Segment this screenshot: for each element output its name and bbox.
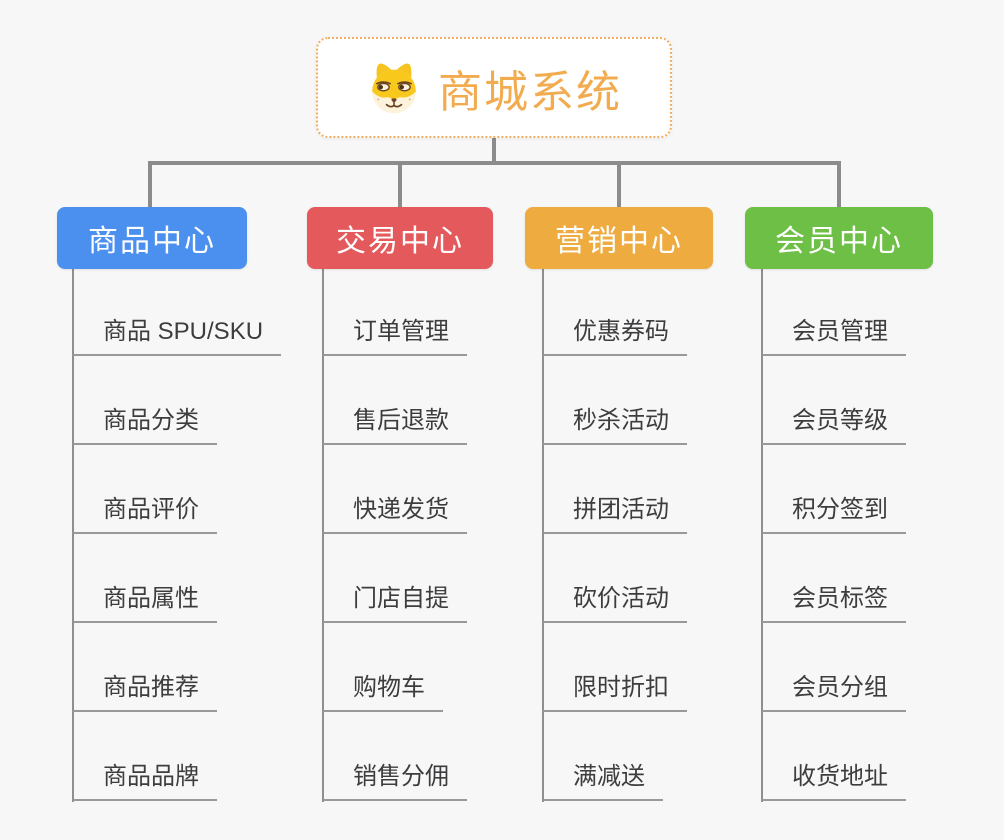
root-node-mall-system[interactable]: 商城系统 — [316, 37, 672, 138]
leaf-node[interactable]: 满减送 — [543, 753, 663, 801]
branch-node-member-center[interactable]: 会员中心 — [745, 207, 933, 269]
branch-drop-line — [837, 163, 841, 208]
root-connector-line — [492, 137, 496, 164]
leaf-node[interactable]: 快递发货 — [323, 486, 467, 534]
branch-drop-line — [148, 163, 152, 208]
root-label: 商城系统 — [438, 67, 622, 117]
leaf-node[interactable]: 收货地址 — [762, 753, 906, 801]
leaf-node[interactable]: 优惠券码 — [543, 308, 687, 356]
leaf-node[interactable]: 门店自提 — [323, 575, 467, 623]
leaf-node[interactable]: 限时折扣 — [543, 664, 687, 712]
column-spine-line — [322, 268, 324, 802]
leaf-node[interactable]: 秒杀活动 — [543, 397, 687, 445]
branch-node-marketing-center[interactable]: 营销中心 — [525, 207, 713, 269]
column-spine-line — [761, 268, 763, 802]
leaf-node[interactable]: 商品 SPU/SKU — [73, 308, 282, 356]
leaf-node[interactable]: 商品属性 — [73, 575, 217, 623]
dog-face-icon — [372, 63, 416, 113]
leaf-node[interactable]: 会员分组 — [762, 664, 906, 712]
leaf-node[interactable]: 会员管理 — [762, 308, 906, 356]
branch-drop-line — [398, 163, 402, 208]
leaf-node[interactable]: 售后退款 — [323, 397, 467, 445]
leaf-node[interactable]: 订单管理 — [323, 308, 467, 356]
leaf-node[interactable]: 会员标签 — [762, 575, 906, 623]
leaf-node[interactable]: 会员等级 — [762, 397, 906, 445]
leaf-node[interactable]: 商品品牌 — [73, 753, 217, 801]
column-spine-line — [72, 268, 74, 802]
branch-bus-line — [148, 161, 841, 165]
leaf-node[interactable]: 商品评价 — [73, 486, 217, 534]
branch-node-product-center[interactable]: 商品中心 — [57, 207, 247, 269]
branch-node-trade-center[interactable]: 交易中心 — [307, 207, 493, 269]
branch-drop-line — [617, 163, 621, 208]
leaf-node[interactable]: 商品推荐 — [73, 664, 217, 712]
leaf-node[interactable]: 购物车 — [323, 664, 443, 712]
leaf-node[interactable]: 销售分佣 — [323, 753, 467, 801]
leaf-node[interactable]: 商品分类 — [73, 397, 217, 445]
leaf-node[interactable]: 拼团活动 — [543, 486, 687, 534]
column-spine-line — [542, 268, 544, 802]
leaf-node[interactable]: 砍价活动 — [543, 575, 687, 623]
leaf-node[interactable]: 积分签到 — [762, 486, 906, 534]
